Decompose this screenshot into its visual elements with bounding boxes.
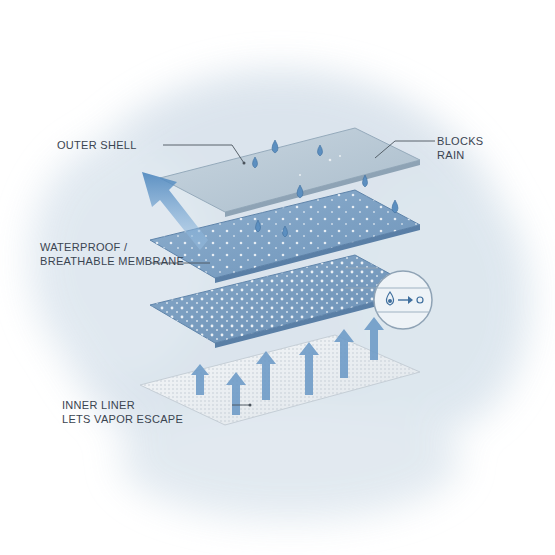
function-label: BLOCKS RAIN [437, 134, 495, 162]
part-label: INNER LINER [62, 398, 232, 412]
part-label: WATERPROOF / BREATHABLE MEMBRANE [40, 240, 190, 268]
part-label: OUTER SHELL [57, 138, 167, 152]
function-label: LETS VAPOR ESCAPE [62, 412, 232, 426]
